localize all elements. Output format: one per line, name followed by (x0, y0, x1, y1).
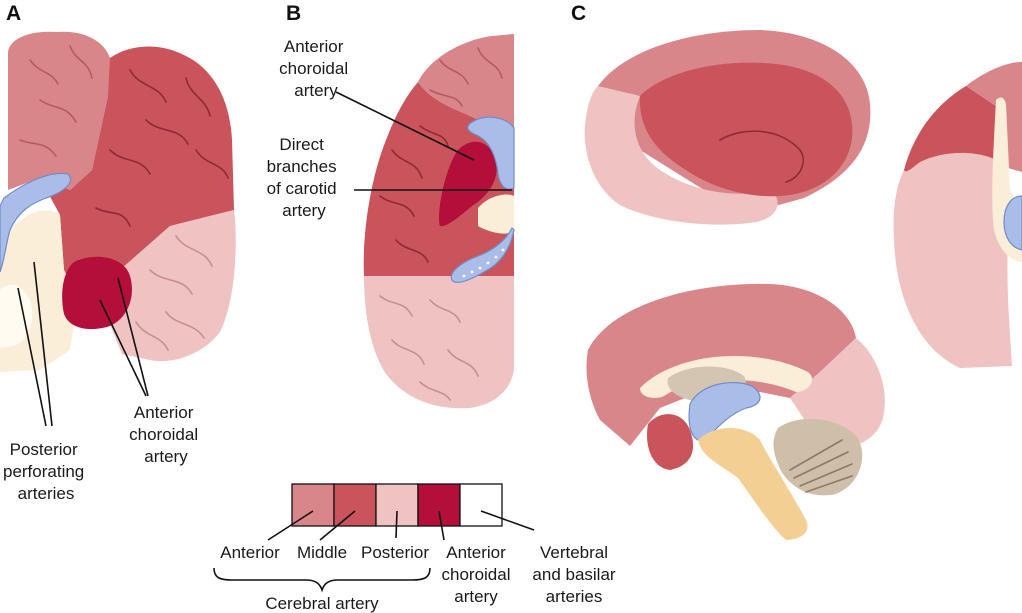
medial-view-cerebellum (773, 418, 863, 496)
leader-posterior-perforating-2 (33, 261, 53, 427)
lateral-view-posterior-territory (584, 86, 778, 225)
ventral-view-anterior-territory (966, 62, 1022, 172)
ventral-view-ventricle (1003, 195, 1022, 251)
lateral-sulcus (719, 130, 804, 183)
panel-letter-b: B (286, 2, 301, 25)
panel-a-gyri (19, 45, 229, 351)
leader-anterior-choroidal-a-1 (117, 277, 149, 397)
legend-label-3-line-1: choroidal (442, 565, 511, 584)
legend-label-4-line-0: Vertebral (540, 543, 608, 562)
panel-a-anterior-choroidal-territory (62, 256, 132, 330)
label-anterior-choroidal-artery-a: Anterior choroidal artery (129, 403, 203, 466)
legend-swatch-4 (459, 483, 503, 527)
legend-label-4-line-1: and basilar (532, 565, 616, 584)
legend-leaders (267, 510, 535, 541)
panel-b-frontal-horn (467, 116, 515, 190)
lateral-view-middle-territory (639, 62, 853, 197)
label-anterior-choroidal-artery-b: Anterior choroidal artery (279, 37, 353, 100)
leader-posterior-perforating-1 (17, 287, 47, 427)
legend-swatch-1 (333, 483, 377, 527)
leader-anterior-choroidal-a-2 (99, 299, 147, 397)
legend-leader-4 (480, 510, 535, 531)
panel-a-posterior-perforating-territory (0, 284, 33, 348)
panel-letter-a: A (6, 2, 21, 25)
leader-anterior-choroidal-b (335, 91, 475, 161)
ventral-view-posterior-territory (893, 141, 1012, 368)
legend-leader-1 (319, 510, 356, 541)
panel-b-posterior-territory (364, 276, 514, 409)
panel-c-medial-view (586, 283, 885, 540)
panel-c-lateral-view (584, 30, 871, 225)
panel-b-posterior-horn (450, 226, 515, 284)
legend-leader-0 (267, 510, 314, 541)
legend-swatch-3 (417, 483, 461, 527)
panel-b-anterior-territory (418, 34, 514, 136)
panel-b-labels: Anterior choroidal artery Direct branche… (267, 37, 512, 220)
panel-b-anterior-choroidal-territory (439, 141, 497, 227)
panel-c-surface-views: C (571, 2, 1022, 540)
panel-a-lateral-ventricle (0, 172, 72, 273)
panel-b-horizontal-section: B (286, 2, 515, 409)
legend-label-3-line-2: artery (454, 587, 498, 606)
legend-labels: Anterior Middle Posterior Anterior choroidal… (220, 543, 616, 606)
panel-a-coronal-section: A (0, 2, 236, 372)
legend-leader-2 (395, 510, 398, 539)
panel-b-ventricle-choroid-dots (462, 248, 505, 278)
medial-view-brainstem (698, 428, 808, 540)
legend: Anterior Middle Posterior Anterior choroidal… (213, 483, 616, 613)
panel-b-gyri (379, 47, 503, 401)
legend-label-4-line-2: arteries (546, 587, 603, 606)
medial-view-cerebellum-folia (789, 439, 853, 493)
ventral-view-middle-territory (904, 86, 1008, 172)
legend-label-2-line-0: Posterior (361, 543, 429, 562)
cerebral-artery-group-label: Cerebral artery (265, 594, 379, 613)
legend-label-0-line-0: Anterior (220, 543, 280, 562)
panel-a-posterior-territory (108, 210, 236, 362)
legend-label-3-line-0: Anterior (446, 543, 506, 562)
cerebral-artery-brace (213, 567, 431, 593)
legend-label-1-line-0: Middle (297, 543, 347, 562)
panel-c-ventral-view (893, 62, 1022, 368)
label-posterior-perforating-arteries: Posterior perforating arteries (3, 440, 89, 503)
legend-leader-3 (438, 510, 445, 541)
medial-view-middle-territory (646, 414, 694, 470)
panel-a-labels: Posterior perforating arteries Anterior … (3, 261, 203, 503)
legend-swatches (291, 483, 503, 527)
label-direct-branches-of-carotid-artery: Direct branches of carotid artery (267, 135, 342, 220)
panel-a-middle-territory (40, 46, 234, 300)
panel-b-deep-nuclei (478, 194, 514, 234)
panel-letter-c: C (571, 2, 586, 25)
legend-swatch-0 (291, 483, 335, 527)
